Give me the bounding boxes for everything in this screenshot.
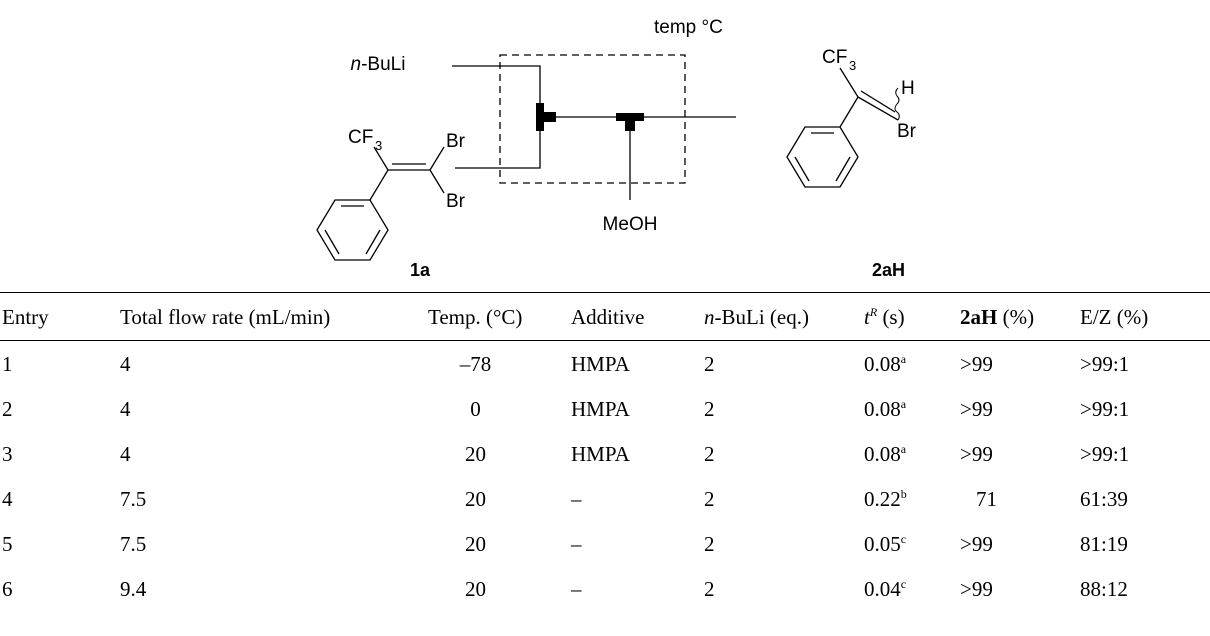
cell-yield: 71 [976, 486, 997, 511]
cell-residence-time: 0.22b [864, 486, 907, 511]
cell-additive: HMPA [571, 441, 630, 466]
cell-entry: 5 [2, 531, 13, 556]
reaction-scheme: temp °C n-BuLi MeOH CF [316, 17, 917, 280]
t-mixer-2 [616, 113, 644, 131]
table-row: 4 7.5 20 – 2 0.22b 71 61:39 [0, 476, 1210, 521]
substrate-label-1a: 1a [410, 260, 431, 280]
flow-lines [452, 65, 736, 200]
cell-additive: HMPA [571, 396, 630, 421]
substrate-br-bottom: Br [446, 191, 466, 212]
header-entry: Entry [2, 305, 49, 329]
cell-additive: HMPA [571, 351, 630, 376]
table-header-row: Entry Total flow rate (mL/min) Temp. (°C… [0, 292, 1210, 341]
header-additive: Additive [571, 305, 645, 329]
cell-yield: >99 [960, 396, 993, 421]
cell-residence-time: 0.05c [864, 531, 907, 556]
table-row: 1 4 –78 HMPA 2 0.08a >99 >99:1 [0, 341, 1210, 387]
cell-nbuli: 2 [704, 531, 715, 556]
cell-temp: 20 [465, 486, 486, 511]
cell-ez: >99:1 [1080, 351, 1130, 376]
cell-entry: 2 [2, 396, 13, 421]
cell-temp: 20 [465, 576, 486, 601]
cell-temp: 0 [470, 396, 481, 421]
table-row: 5 7.5 20 – 2 0.05c >99 81:19 [0, 521, 1210, 566]
cell-yield: >99 [960, 531, 993, 556]
substrate-cf3-sub: 3 [375, 138, 382, 153]
cell-residence-time: 0.04c [864, 576, 907, 601]
header-residence-time: tR (s) [864, 305, 905, 329]
reactor-box [499, 54, 686, 184]
cell-additive: – [571, 531, 582, 556]
cell-temp: –78 [459, 351, 492, 376]
cell-nbuli: 2 [704, 351, 715, 376]
cell-ez: >99:1 [1080, 441, 1130, 466]
product-h: H [901, 78, 915, 99]
t-mixer-1 [536, 103, 556, 131]
cell-yield: >99 [960, 441, 993, 466]
reagent-meoh-label: MeOH [603, 214, 658, 235]
table-row: 2 4 0 HMPA 2 0.08a >99 >99:1 [0, 386, 1210, 431]
cell-nbuli: 2 [704, 576, 715, 601]
product-br: Br [897, 121, 917, 142]
results-table: Entry Total flow rate (mL/min) Temp. (°C… [0, 292, 1210, 611]
product-2ah-structure [786, 67, 900, 188]
cell-flow-rate: 9.4 [120, 576, 147, 601]
cell-temp: 20 [465, 531, 486, 556]
cell-nbuli: 2 [704, 396, 715, 421]
cell-flow-rate: 4 [120, 441, 131, 466]
cell-entry: 3 [2, 441, 13, 466]
cell-entry: 4 [2, 486, 13, 511]
reactor-temp-label: temp °C [654, 17, 723, 38]
product-cf3: CF [822, 47, 847, 68]
cell-temp: 20 [465, 441, 486, 466]
reagent-nbuli-label: n-BuLi [351, 54, 406, 75]
header-ez: E/Z (%) [1080, 305, 1149, 329]
cell-residence-time: 0.08a [864, 351, 907, 376]
header-flow-rate: Total flow rate (mL/min) [120, 305, 331, 329]
cell-flow-rate: 4 [120, 396, 131, 421]
substrate-br-top: Br [446, 131, 466, 152]
cell-additive: – [571, 486, 582, 511]
header-temp: Temp. (°C) [428, 305, 523, 329]
product-cf3-sub: 3 [849, 58, 856, 73]
results-table-wrapper: Entry Total flow rate (mL/min) Temp. (°C… [0, 292, 1210, 611]
cell-nbuli: 2 [704, 441, 715, 466]
cell-entry: 6 [2, 576, 13, 601]
cell-residence-time: 0.08a [864, 441, 907, 466]
substrate-cf3: CF [348, 127, 373, 148]
header-yield: 2aH (%) [960, 305, 1035, 329]
product-label-2ah: 2aH [872, 260, 905, 280]
header-nbuli: n-BuLi (eq.) [704, 305, 809, 329]
cell-flow-rate: 7.5 [120, 531, 147, 556]
table-row: 6 9.4 20 – 2 0.04c >99 88:12 [0, 566, 1210, 611]
cell-residence-time: 0.08a [864, 396, 907, 421]
cell-ez: 81:19 [1080, 531, 1128, 556]
substrate-1a-structure [316, 146, 445, 261]
cell-ez: >99:1 [1080, 396, 1130, 421]
cell-yield: >99 [960, 576, 993, 601]
cell-additive: – [571, 576, 582, 601]
table-row: 3 4 20 HMPA 2 0.08a >99 >99:1 [0, 431, 1210, 476]
cell-flow-rate: 4 [120, 351, 131, 376]
cell-entry: 1 [2, 351, 13, 376]
cell-ez: 88:12 [1080, 576, 1128, 601]
cell-ez: 61:39 [1080, 486, 1128, 511]
cell-yield: >99 [960, 351, 993, 376]
cell-nbuli: 2 [704, 486, 715, 511]
cell-flow-rate: 7.5 [120, 486, 147, 511]
